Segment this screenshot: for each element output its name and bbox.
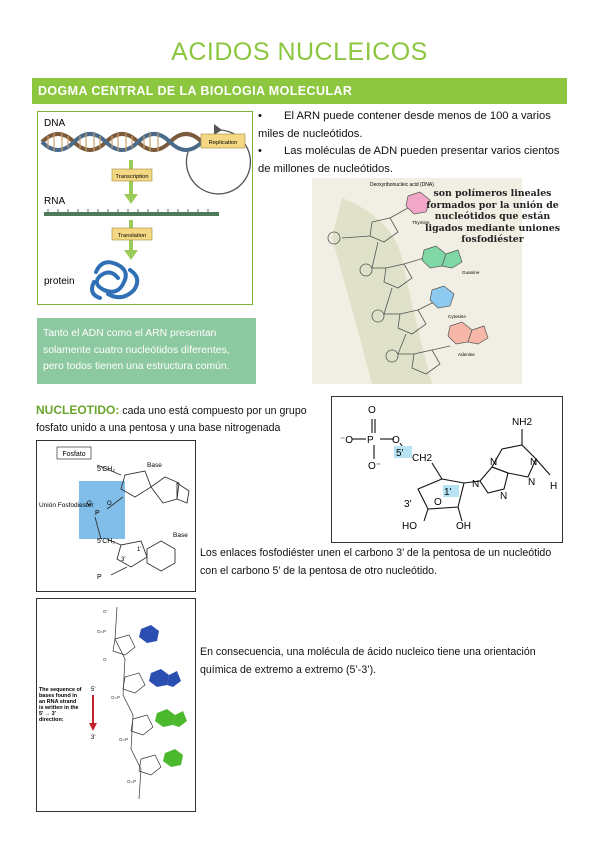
- transcription-label: Transcription: [115, 174, 148, 180]
- dna-label: DNA: [44, 118, 65, 129]
- thymine-icon: [405, 191, 431, 215]
- orientation-description: En consecuencia, una molécula de ácido n…: [200, 646, 536, 676]
- guanine-label: Guanine: [462, 270, 480, 275]
- down-arrow-icon: [89, 723, 97, 731]
- base-green-2-icon: [163, 749, 183, 767]
- svg-text:O: O: [392, 435, 400, 446]
- svg-text:O: O: [434, 497, 442, 508]
- carbon-3-prime-label: 3': [404, 499, 412, 510]
- rna-label: RNA: [44, 196, 65, 207]
- thymine-label: Thymine: [412, 220, 430, 225]
- rna-strand-icon: [44, 212, 219, 216]
- replication-label: Replication: [209, 140, 238, 146]
- dna-strand-figure: Deoxyribonucleic acid (DNA) Thy: [312, 178, 522, 384]
- svg-text:O=P: O=P: [111, 695, 120, 700]
- svg-text:P: P: [97, 574, 102, 581]
- list-item: •Las moléculas de ADN pueden presentar v…: [258, 145, 560, 175]
- three-prime-label: 3': [91, 735, 95, 741]
- svg-text:O=P: O=P: [119, 737, 128, 742]
- rna-strand-figure: O⁻ O=P O O=P O=P O=P The sequence of bases fo…: [36, 598, 196, 812]
- central-dogma-figure: DNA Replication Transcription RNA: [37, 111, 253, 305]
- phosphodiester-description: Los enlaces fosfodiéster unen el carbono…: [200, 547, 552, 577]
- union-label: Unión Fosfodiester: [39, 502, 94, 509]
- svg-text:N: N: [490, 457, 497, 468]
- ho-label: HO: [402, 521, 417, 532]
- svg-text:N: N: [500, 491, 507, 502]
- oh-label: OH: [456, 521, 471, 532]
- carbon-5-prime-label: 5': [396, 448, 404, 459]
- svg-text:P: P: [95, 510, 100, 517]
- svg-text:O: O: [87, 501, 92, 507]
- fosfato-label: Fosfato: [62, 451, 85, 458]
- carbon-1-prime-label: 1': [444, 487, 452, 498]
- base-green-1-icon: [155, 709, 175, 727]
- adenine-label: Adenine: [458, 352, 475, 357]
- bullet-text: El ARN puede contener desde menos de 100…: [258, 110, 551, 140]
- cytosine-label: Cytosine: [448, 314, 466, 319]
- svg-text:O⁻: O⁻: [103, 609, 110, 614]
- section-banner: DOGMA CENTRAL DE LA BIOLOGIA MOLECULAR: [32, 78, 567, 104]
- svg-text:P: P: [367, 435, 374, 446]
- base-blue-1-icon: [139, 625, 159, 643]
- svg-text:1': 1': [137, 547, 141, 553]
- facts-list: •El ARN puede contener desde menos de 10…: [258, 108, 574, 178]
- base-2-label: Base: [173, 532, 188, 539]
- strand-heading: Deoxyribonucleic acid (DNA): [370, 182, 434, 188]
- bullet-text: Las moléculas de ADN pueden presentar va…: [258, 145, 560, 175]
- ch2-label: CH2: [412, 453, 432, 464]
- svg-text:N: N: [472, 479, 479, 490]
- protein-icon: [90, 260, 140, 300]
- svg-text:5'CH₂: 5'CH₂: [97, 538, 115, 545]
- polymer-description: son polímeros lineales formados por la u…: [424, 188, 561, 245]
- svg-text:⁻O: ⁻O: [340, 435, 353, 446]
- rna-caption: The sequence of bases found in an RNA st…: [39, 687, 83, 723]
- dna-helix-icon: [40, 132, 204, 152]
- translation-label: Translation: [118, 233, 146, 239]
- svg-text:N: N: [530, 457, 537, 468]
- five-prime-label: 5': [91, 687, 95, 693]
- svg-text:O=P: O=P: [97, 629, 106, 634]
- svg-text:3': 3': [121, 557, 125, 563]
- nucleotide-definition: NUCLEOTIDO: cada uno está compuesto por …: [36, 402, 326, 437]
- nucleotide-structure-figure: O ⁻O P O O⁻ 5' CH2 1' O 3' HO OH N N N N…: [331, 396, 563, 543]
- cytosine-icon: [429, 285, 455, 309]
- base-1-label: Base: [147, 462, 162, 469]
- phosphate-o: O: [368, 405, 376, 416]
- base-blue-2-icon: [149, 669, 169, 687]
- svg-text:O: O: [103, 657, 107, 662]
- phosphodiester-figure: Fosfato Unión Fosfodiester 5'CH₂ Base P …: [36, 440, 196, 592]
- nh2-label: NH2: [512, 417, 532, 428]
- nucleotide-term: NUCLEOTIDO:: [36, 403, 120, 417]
- svg-text:O⁻: O⁻: [368, 461, 381, 472]
- h-label: H: [550, 481, 557, 492]
- svg-text:5'CH₂: 5'CH₂: [97, 466, 115, 473]
- svg-text:N: N: [528, 477, 535, 488]
- svg-text:O: O: [107, 501, 112, 507]
- protein-label: protein: [44, 276, 75, 287]
- page-title: ACIDOS NUCLEICOS: [171, 38, 428, 66]
- list-item: •El ARN puede contener desde menos de 10…: [258, 110, 551, 140]
- nucleotide-description: cada uno está compuesto por un grupo fos…: [36, 405, 307, 434]
- svg-text:O=P: O=P: [127, 779, 136, 784]
- common-structure-note: Tanto el ADN como el ARN presentan solam…: [37, 318, 256, 384]
